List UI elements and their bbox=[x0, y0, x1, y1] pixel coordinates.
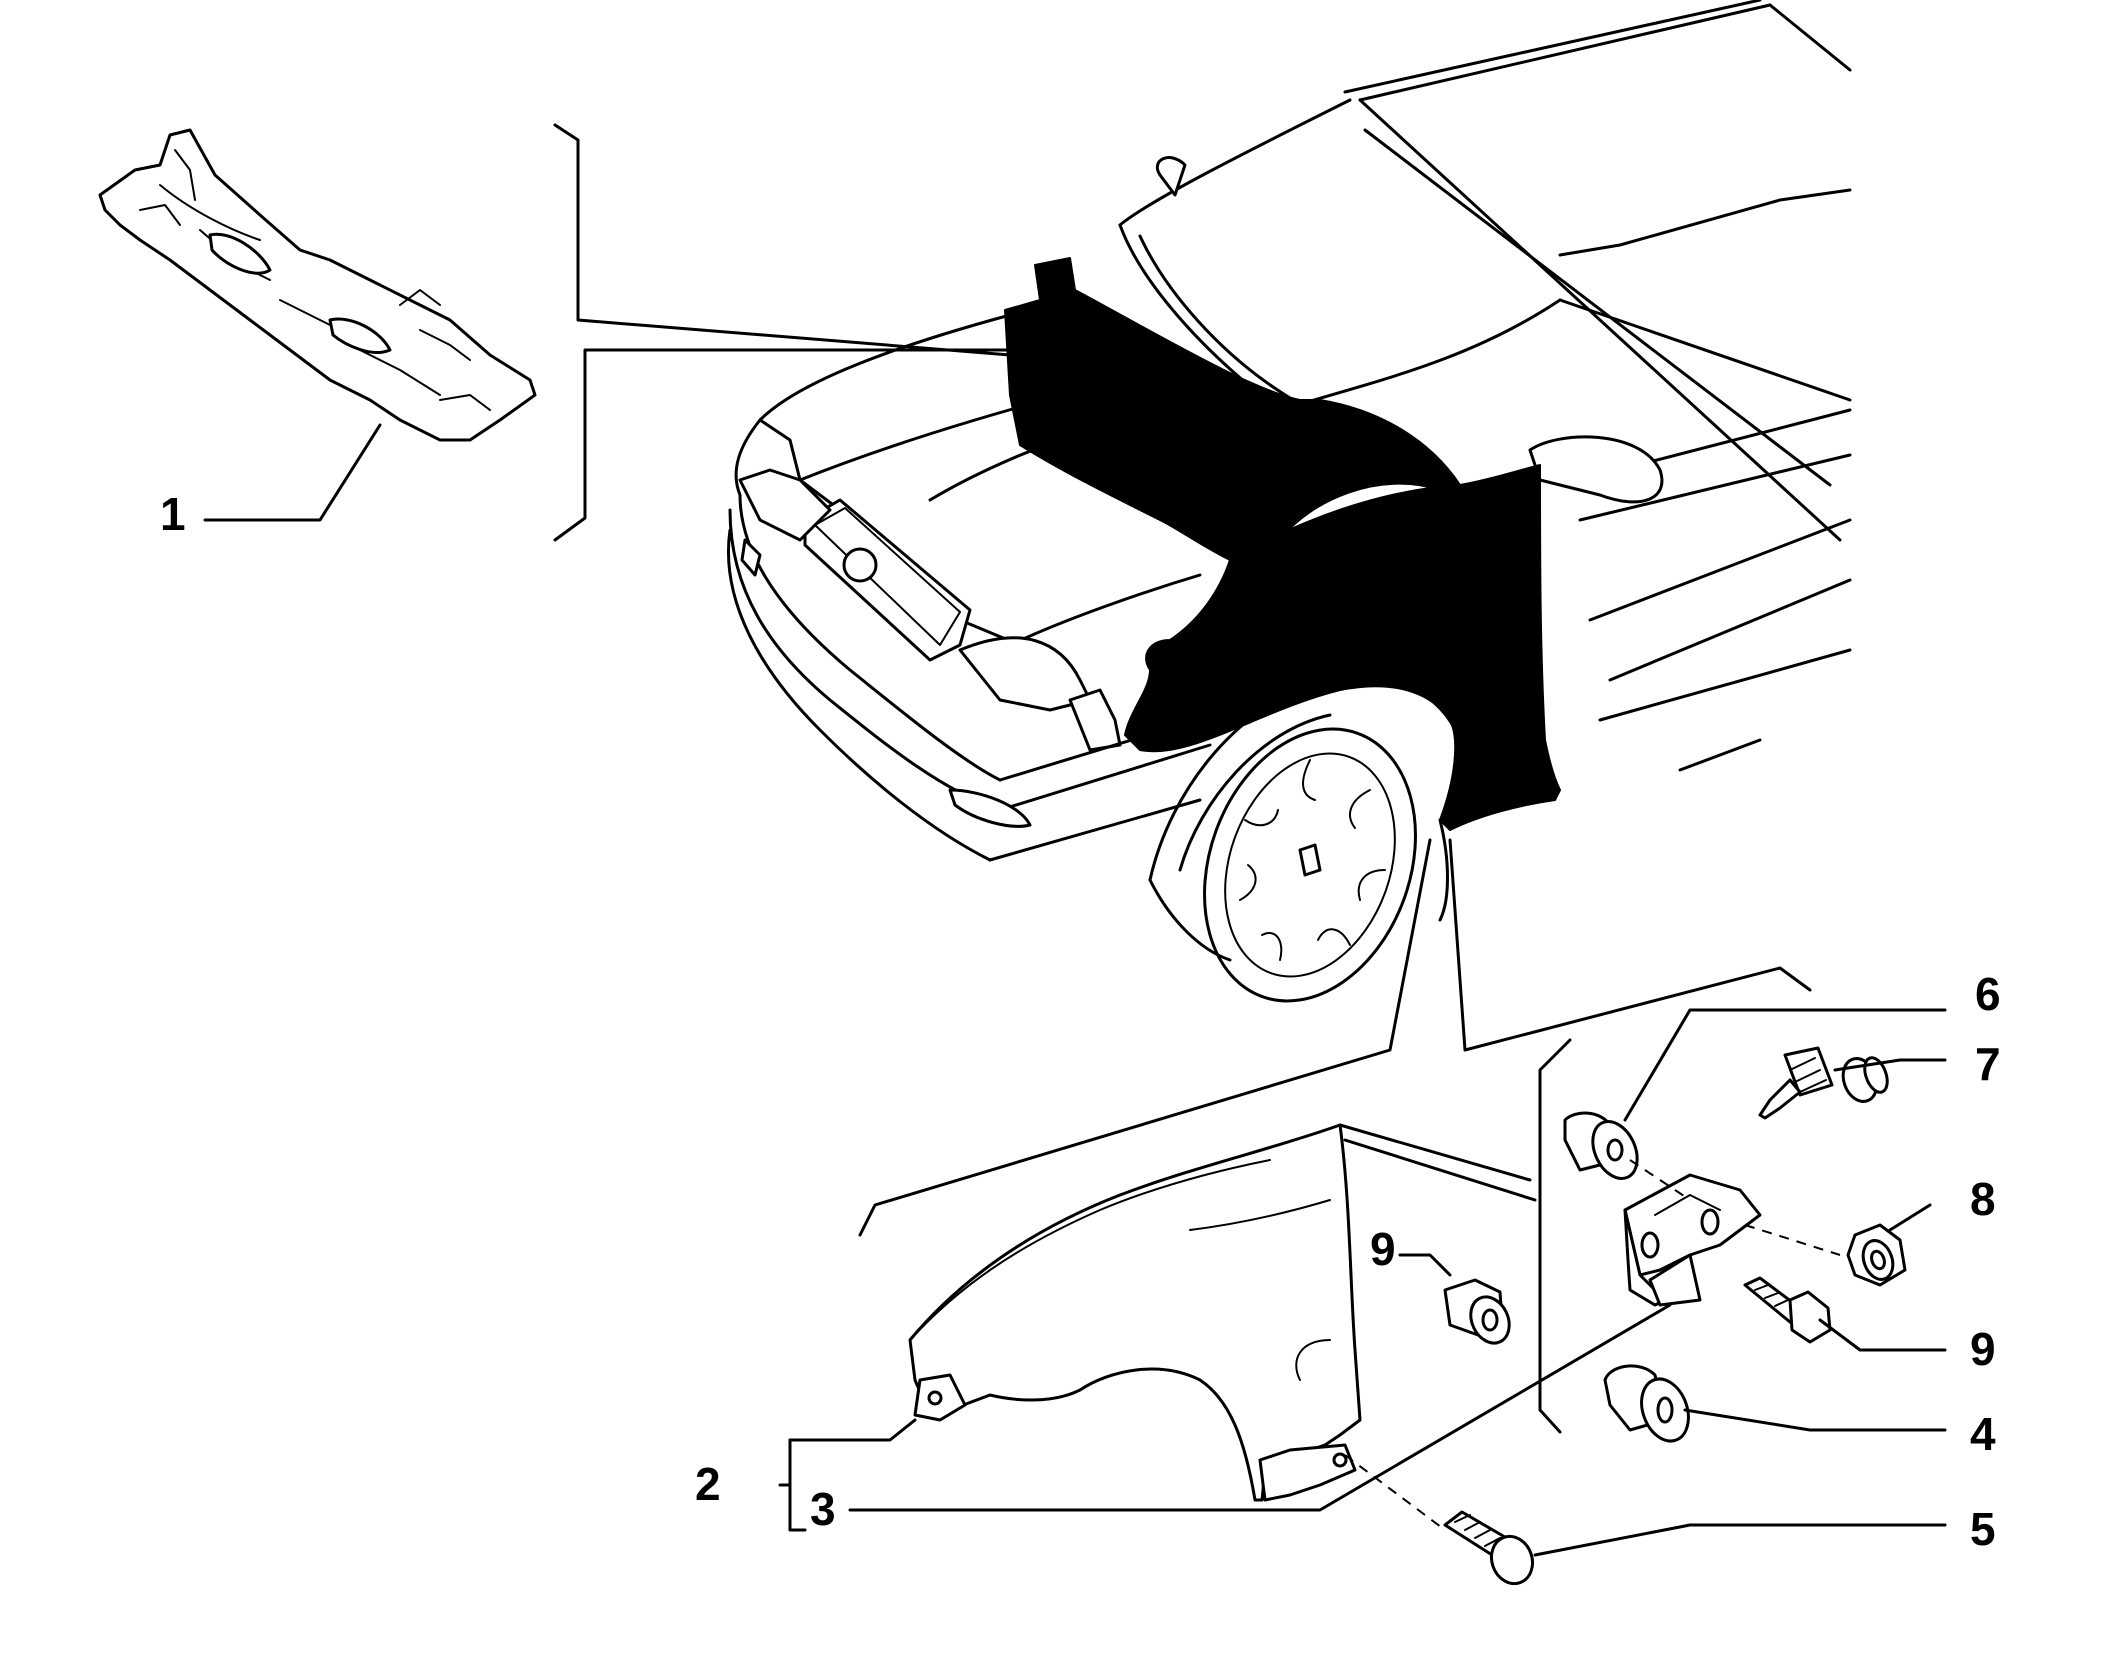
bushing-part-4 bbox=[1603, 1364, 1690, 1443]
callout-5: 5 bbox=[1970, 1503, 1996, 1555]
callout-6: 6 bbox=[1975, 968, 2001, 1020]
nut-part-8 bbox=[1846, 1223, 1907, 1287]
callout-9-left: 9 bbox=[1370, 1223, 1396, 1275]
leader-lines bbox=[203, 123, 1947, 1557]
callout-8: 8 bbox=[1970, 1173, 1996, 1225]
mounting-bracket-part-3 bbox=[1623, 1173, 1762, 1307]
callout-2: 2 bbox=[695, 1458, 721, 1510]
screw-part-7 bbox=[1758, 1046, 1889, 1120]
front-fender-part bbox=[908, 1123, 1362, 1502]
callout-1: 1 bbox=[160, 488, 186, 540]
callout-7: 7 bbox=[1975, 1038, 2001, 1090]
cowl-panel-part bbox=[98, 128, 537, 442]
car-illustration bbox=[727, 0, 1852, 1003]
callout-9-right: 9 bbox=[1970, 1323, 1996, 1375]
bolt-part-9-right bbox=[1743, 1276, 1832, 1344]
callout-labels: 1 2 3 4 5 6 7 8 9 9 bbox=[160, 488, 2001, 1555]
callout-4: 4 bbox=[1970, 1408, 1996, 1460]
flange-nut-part-9-left bbox=[1443, 1278, 1511, 1345]
callout-3: 3 bbox=[810, 1483, 836, 1535]
bushing-part-6 bbox=[1563, 1111, 1639, 1180]
bolt-part-5 bbox=[1443, 1510, 1535, 1586]
